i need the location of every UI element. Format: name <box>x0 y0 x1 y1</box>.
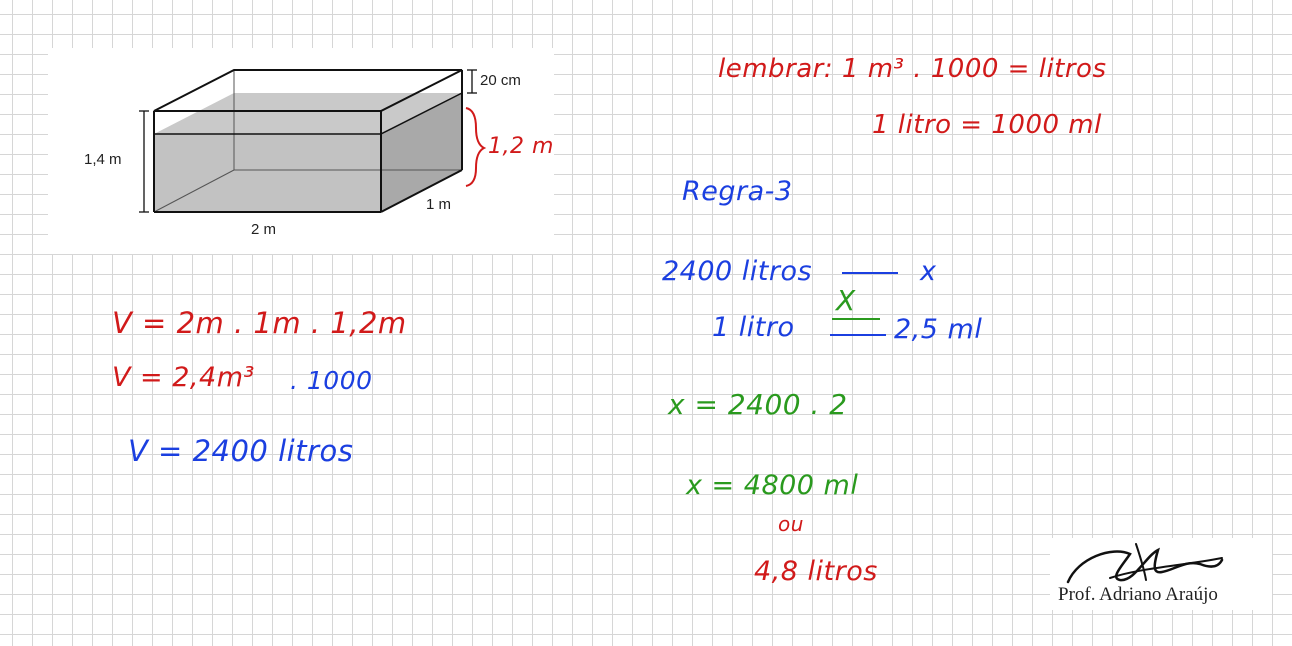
water-side-face <box>381 93 462 212</box>
regra-row2-left: 1 litro <box>712 312 795 343</box>
water-front-face <box>154 134 381 212</box>
regra-ou: ou <box>778 512 804 536</box>
regra-eq1: x = 2400 . 2 <box>668 388 848 421</box>
label-width: 2 m <box>251 221 277 238</box>
volume-line1: V = 2m . 1m . 1,2m <box>112 306 407 340</box>
regra-cross: X <box>836 284 856 317</box>
water-top-face <box>154 93 462 134</box>
volume-line2-tail: . 1000 <box>290 366 373 395</box>
label-height: 1,4 m <box>84 151 122 168</box>
box-figure: 20 cm 1,4 m 1 m 2 m 1,2 m <box>48 48 554 254</box>
signature-block: Prof. Adriano Araújo <box>1050 538 1272 610</box>
lembrar-line2: 1 litro = 1000 ml <box>872 110 1102 140</box>
dimension-markers <box>139 69 477 213</box>
hidden-edges <box>153 70 462 213</box>
regra-result: 4,8 litros <box>754 556 878 587</box>
water-tank-diagram <box>139 69 487 213</box>
label-20cm: 20 cm <box>480 72 521 89</box>
water-height-brace <box>465 107 487 187</box>
regra-row1-left: 2400 litros <box>662 256 813 287</box>
regra-row1-dash <box>842 272 898 274</box>
volume-line3: V = 2400 litros <box>128 434 354 468</box>
box-edges <box>153 69 463 213</box>
regra-title: Regra-3 <box>682 176 793 207</box>
lembrar-line1: lembrar: 1 m³ . 1000 = litros <box>718 54 1107 84</box>
signature-scribble-icon <box>1066 543 1224 584</box>
regra-row2-dash <box>830 334 886 336</box>
signature-name: Prof. Adriano Araújo <box>1058 584 1218 605</box>
regra-cross-underline <box>832 318 880 320</box>
regra-eq2: x = 4800 ml <box>686 470 859 501</box>
volume-line2: V = 2,4m³ <box>112 362 255 393</box>
label-depth: 1 m <box>426 196 452 213</box>
regra-row2-right: 2,5 ml <box>894 314 983 345</box>
label-water-height: 1,2 m <box>488 134 554 159</box>
regra-row1-right: x <box>920 256 937 287</box>
